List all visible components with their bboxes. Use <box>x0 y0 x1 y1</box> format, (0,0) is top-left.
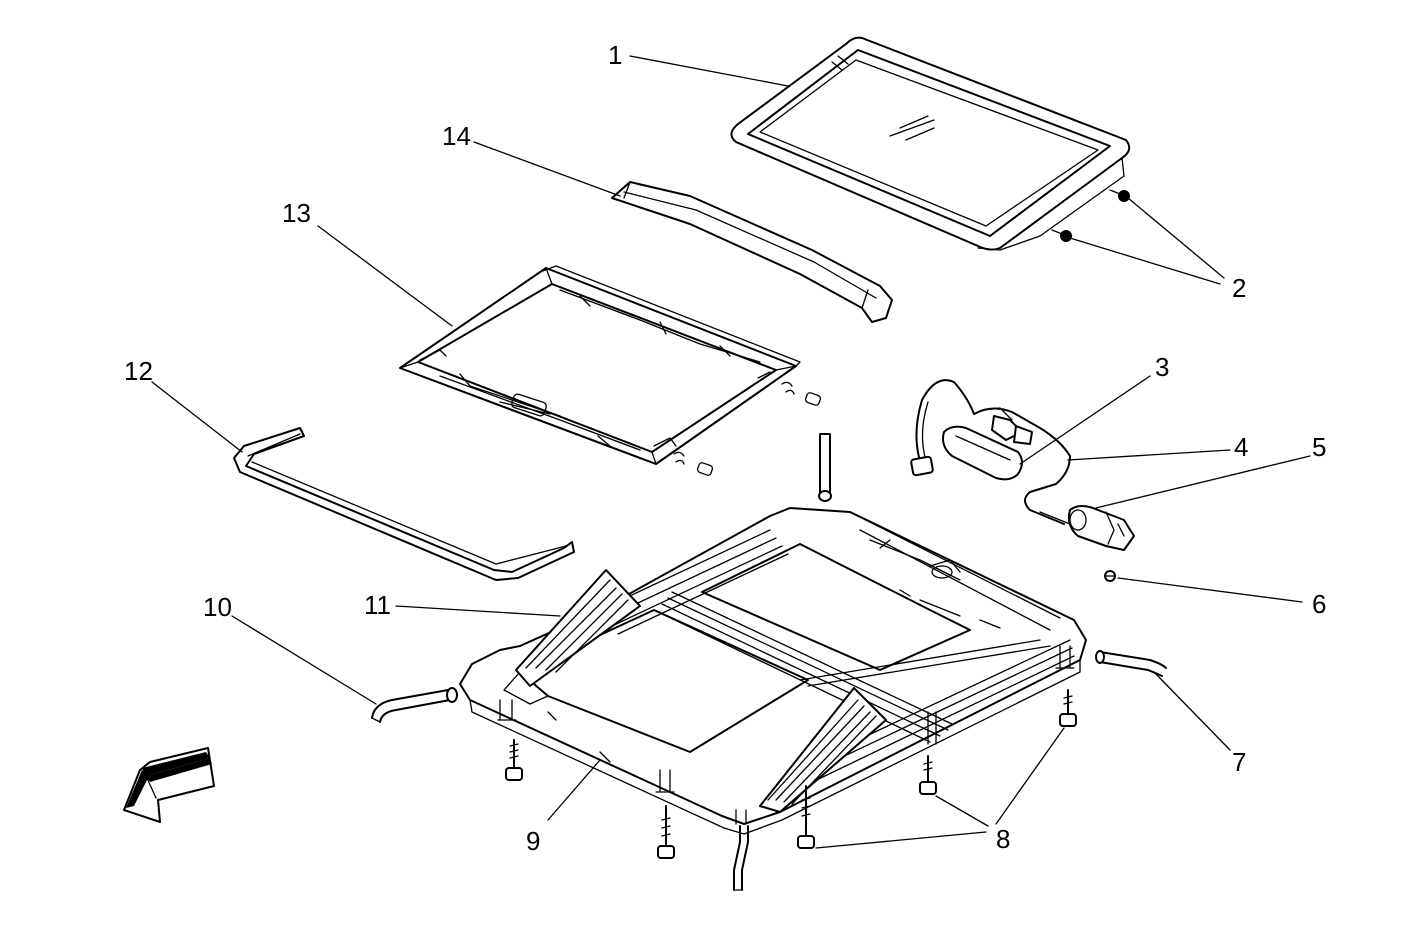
glass-bolts <box>1051 189 1130 242</box>
drain-tube-lower <box>733 825 749 891</box>
callout-5: 5 <box>1312 432 1326 462</box>
rear-drain-hose <box>371 687 458 723</box>
callout-8: 8 <box>996 824 1010 854</box>
callout-9: 9 <box>526 826 540 856</box>
callout-4: 4 <box>1234 432 1248 462</box>
callout-6: 6 <box>1312 589 1326 619</box>
callout-2: 2 <box>1232 273 1246 303</box>
front-arrow-icon <box>123 747 215 823</box>
sunshade-clips <box>673 381 822 476</box>
wind-deflector <box>611 181 893 323</box>
callout-13: 13 <box>282 198 311 228</box>
callout-3: 3 <box>1155 352 1169 382</box>
callout-labels: 1 2 3 4 5 6 7 8 9 10 11 12 13 14 <box>124 40 1326 856</box>
callout-11: 11 <box>364 590 391 620</box>
callout-7: 7 <box>1232 747 1246 777</box>
callout-10: 10 <box>203 592 232 622</box>
callout-12: 12 <box>124 356 153 386</box>
drain-tube-upper <box>818 433 832 502</box>
sunroof-motor <box>1039 505 1135 551</box>
frame-bolts <box>505 689 1077 859</box>
control-module <box>942 425 1023 481</box>
leader-lines <box>151 55 1311 849</box>
callout-14: 14 <box>442 121 471 151</box>
glass-panel <box>730 36 1131 251</box>
callout-1: 1 <box>608 40 622 70</box>
front-drain-hose <box>1095 650 1167 677</box>
rear-trim-seal <box>233 427 575 581</box>
sunroof-frame <box>459 507 1087 835</box>
wiring-harness <box>910 379 1071 525</box>
sunshade <box>399 265 801 465</box>
motor-screw <box>1104 570 1116 582</box>
